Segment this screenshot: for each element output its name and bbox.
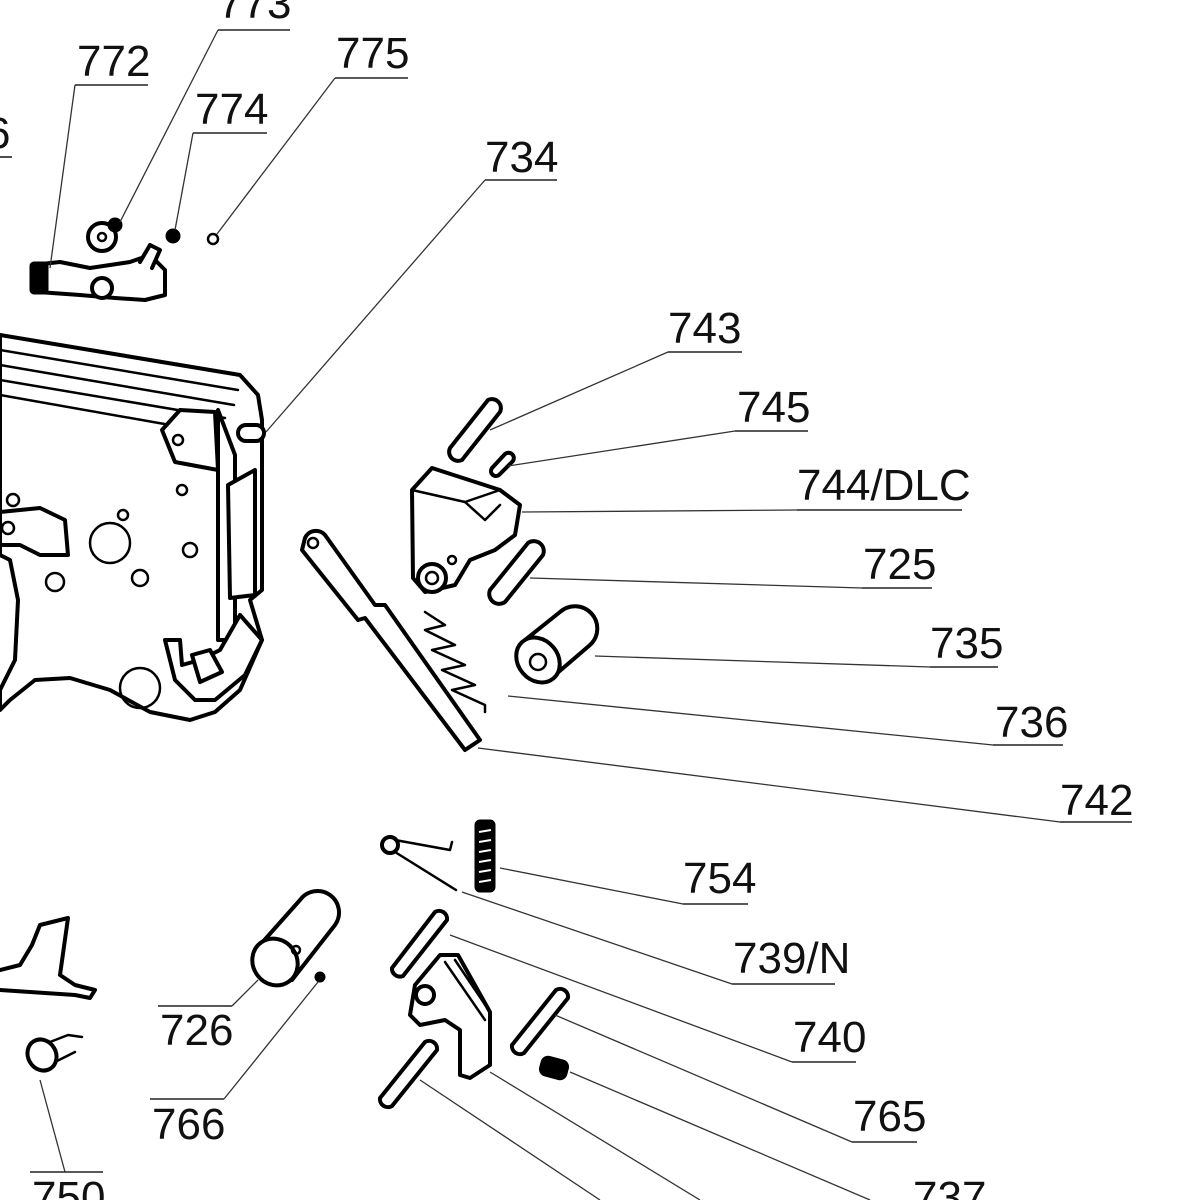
label-754: 754 [683,854,756,903]
label-734: 734 [485,133,558,182]
label-739-n: 739/N [733,934,850,983]
part-trigger-left [0,916,97,1000]
part-765-pin [509,986,571,1057]
part-725-pin [487,539,546,606]
label-765: 765 [853,1092,926,1141]
part-740-pin [390,908,450,979]
label-766: 766 [152,1100,225,1149]
callout-labels: 772 773 774 775 6 734 743 745 744/DLC 72… [0,0,1133,1200]
receiver-frame [0,333,266,722]
part-735-roller [514,604,600,685]
part-750-spring [25,1033,84,1073]
part-742-bar [300,528,482,752]
leader-lines [0,29,1132,1200]
label-737: 737 [913,1173,986,1200]
part-775-ring [206,232,220,246]
part-726-cylinder [250,889,341,988]
label-740: 740 [793,1013,866,1062]
part-745-pin [489,450,516,478]
label-744-dlc: 744/DLC [797,461,971,510]
part-set-screw [538,1055,570,1081]
label-726: 726 [160,1006,233,1055]
label-742: 742 [1060,776,1133,825]
part-754-spring [474,819,496,893]
label-745: 745 [737,383,810,432]
label-735: 735 [930,619,1003,668]
label-776-partial: 6 [0,109,10,158]
label-736: 736 [995,698,1068,747]
part-736-spring [423,610,487,714]
part-772-lever [29,243,167,302]
label-774: 774 [195,85,268,134]
part-743-pin [447,397,503,463]
label-750: 750 [32,1173,105,1200]
part-739-spring [380,835,458,892]
part-737-trigger [408,953,492,1080]
label-772: 772 [77,37,150,86]
label-773: 773 [218,0,291,28]
part-774-ball [165,228,181,244]
part-lower-pin [377,1038,440,1110]
label-775: 775 [336,29,409,78]
label-743: 743 [668,304,741,353]
label-725: 725 [863,540,936,589]
part-744-hammer [410,466,522,594]
part-773-screw [86,217,123,253]
part-766-ball [314,971,326,983]
